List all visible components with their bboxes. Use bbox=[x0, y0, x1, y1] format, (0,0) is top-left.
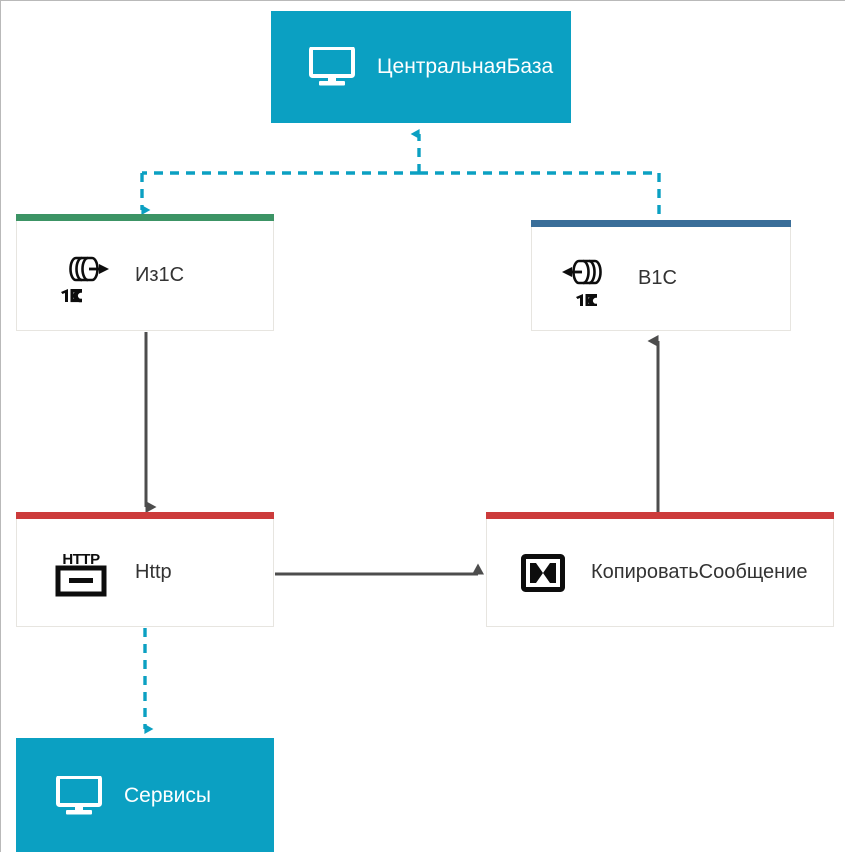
1c-database-import-icon bbox=[560, 252, 612, 306]
node-label: КопироватьСообщение bbox=[591, 561, 808, 583]
edge-to1c-to-centralbase bbox=[419, 171, 661, 221]
node-cap-green bbox=[16, 214, 274, 221]
copy-message-icon bbox=[521, 553, 565, 592]
svg-text:HTTP: HTTP bbox=[62, 551, 100, 568]
node-from1c[interactable]: Из1С bbox=[16, 214, 274, 331]
1c-database-export-icon bbox=[59, 249, 111, 303]
node-copymessage[interactable]: КопироватьСообщение bbox=[486, 512, 834, 627]
node-cap-red bbox=[16, 512, 274, 519]
node-label: ЦентральнаяБаза bbox=[377, 55, 554, 78]
node-services[interactable]: Сервисы bbox=[16, 738, 274, 852]
node-label: Из1С bbox=[135, 264, 185, 286]
http-icon: HTTP bbox=[53, 548, 109, 598]
node-cap-blue bbox=[531, 220, 791, 227]
node-label: Сервисы bbox=[124, 783, 212, 807]
node-cap-red bbox=[486, 512, 834, 519]
node-centralbase[interactable]: ЦентральнаяБаза bbox=[271, 11, 571, 123]
monitor-icon bbox=[309, 47, 355, 87]
node-to1c[interactable]: В1С bbox=[531, 220, 791, 331]
node-http[interactable]: HTTP Http bbox=[16, 512, 274, 627]
node-label: В1С bbox=[638, 267, 677, 289]
node-label: Http bbox=[135, 561, 172, 583]
monitor-icon bbox=[56, 775, 102, 816]
edge-from1c-to-centralbase bbox=[140, 129, 421, 215]
